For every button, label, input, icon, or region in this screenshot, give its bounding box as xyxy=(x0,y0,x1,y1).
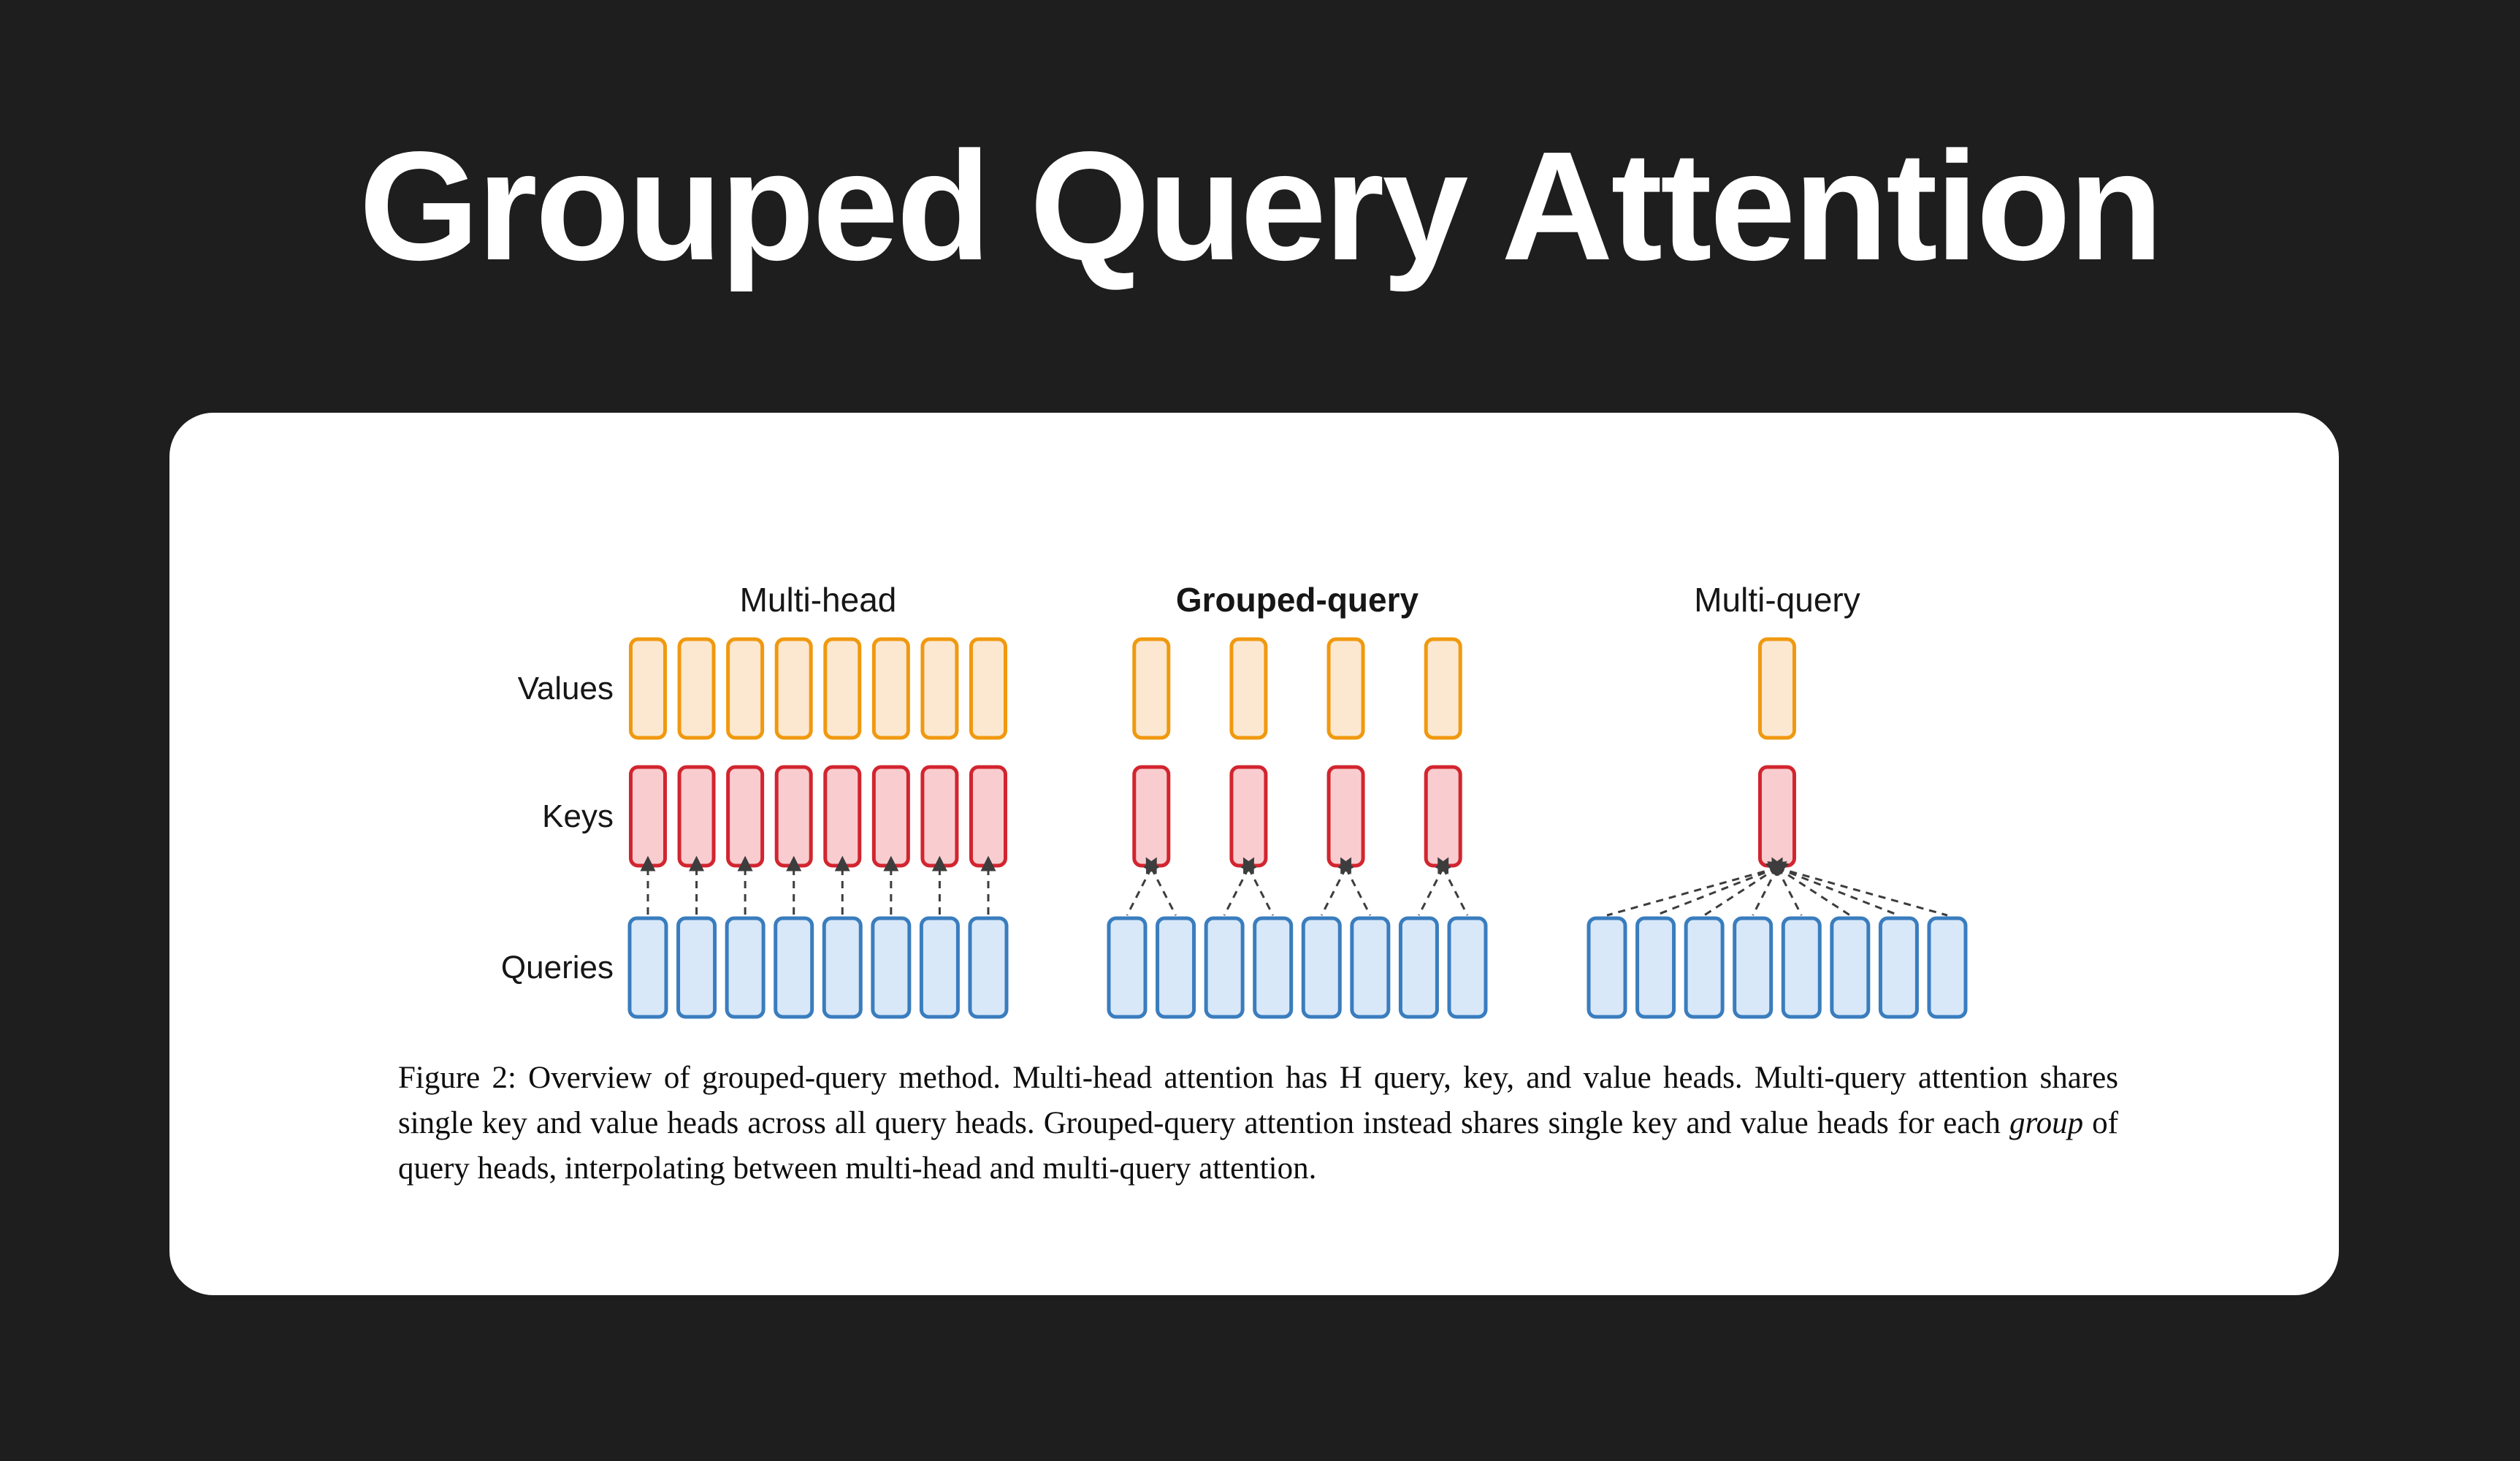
query-head-box xyxy=(822,916,863,1019)
key-head-box xyxy=(1757,765,1796,868)
key-head-box xyxy=(629,765,667,868)
value-head-box xyxy=(1757,637,1796,740)
query-head-box xyxy=(676,916,717,1019)
value-head-box xyxy=(920,637,959,740)
query-head-box xyxy=(871,916,912,1019)
row-label-keys: Keys xyxy=(542,798,614,834)
key-head-box xyxy=(920,765,959,868)
key-head-box xyxy=(1326,765,1365,868)
value-head-box xyxy=(1326,637,1365,740)
query-head-box xyxy=(1253,916,1294,1019)
value-head-box xyxy=(1424,637,1462,740)
figure-card: Multi-head Grouped-query Multi-query Value… xyxy=(169,413,2339,1295)
attention-connector xyxy=(1752,857,1783,916)
query-head-box xyxy=(1156,916,1196,1019)
panel-header-grouped-query: Grouped-query xyxy=(1175,581,1419,619)
value-head-box xyxy=(629,637,667,740)
row-label-values: Values xyxy=(517,670,614,706)
key-head-box xyxy=(969,765,1007,868)
query-head-box xyxy=(1398,916,1439,1019)
value-head-box xyxy=(969,637,1007,740)
panel-grouped-query xyxy=(1107,637,1488,1019)
panel-multi-head xyxy=(627,637,1009,1019)
query-head-box xyxy=(1204,916,1245,1019)
query-head-box xyxy=(1733,916,1773,1019)
key-head-box xyxy=(677,765,716,868)
query-head-box xyxy=(1635,916,1676,1019)
query-head-box xyxy=(1927,916,1968,1019)
key-head-box xyxy=(823,765,862,868)
attention-connector xyxy=(1320,857,1352,916)
query-head-box xyxy=(1684,916,1725,1019)
attention-connector xyxy=(1606,861,1789,917)
attention-connector xyxy=(1418,857,1449,916)
attention-diagram xyxy=(627,637,1968,1019)
attention-connector xyxy=(1145,857,1177,916)
slide-title: Grouped Query Attention xyxy=(359,119,2163,292)
caption-text: of query heads, interpolating between mu… xyxy=(398,1106,2118,1186)
query-head-box xyxy=(725,916,765,1019)
caption-italic-word: group xyxy=(2009,1106,2084,1140)
query-head-box xyxy=(1587,916,1627,1019)
row-label-queries: Queries xyxy=(500,949,614,985)
value-head-box xyxy=(1229,637,1268,740)
panel-header-multi-head: Multi-head xyxy=(739,581,897,619)
query-head-box xyxy=(1830,916,1871,1019)
value-head-box xyxy=(677,637,716,740)
attention-connector xyxy=(1655,861,1789,917)
query-head-box xyxy=(1878,916,1919,1019)
attention-connector xyxy=(1767,861,1851,917)
key-head-box xyxy=(1229,765,1268,868)
query-head-box xyxy=(774,916,814,1019)
figure-caption: Figure 2: Overview of grouped-query meth… xyxy=(398,1056,2118,1191)
attention-connector xyxy=(1703,861,1787,917)
attention-connector xyxy=(1771,857,1803,916)
value-head-box xyxy=(774,637,813,740)
attention-connector xyxy=(1242,857,1275,916)
attention-connector xyxy=(1765,861,1948,917)
query-head-box xyxy=(968,916,1009,1019)
attention-connector xyxy=(1126,857,1157,916)
query-head-box xyxy=(1447,916,1488,1019)
query-head-box xyxy=(1301,916,1342,1019)
query-head-box xyxy=(1350,916,1391,1019)
query-head-box xyxy=(1107,916,1148,1019)
key-head-box xyxy=(871,765,910,868)
value-head-box xyxy=(1132,637,1171,740)
attention-connector xyxy=(1437,857,1469,916)
key-head-box xyxy=(774,765,813,868)
value-head-box xyxy=(726,637,765,740)
value-head-box xyxy=(871,637,910,740)
query-head-box xyxy=(919,916,960,1019)
panel-header-multi-query: Multi-query xyxy=(1694,581,1860,619)
key-head-box xyxy=(1132,765,1171,868)
attention-connector xyxy=(1223,857,1254,916)
key-head-box xyxy=(726,765,765,868)
attention-connector xyxy=(1340,857,1372,916)
panel-multi-query xyxy=(1587,637,1968,1019)
query-head-box xyxy=(627,916,668,1019)
key-head-box xyxy=(1424,765,1462,868)
query-head-box xyxy=(1781,916,1822,1019)
attention-connector xyxy=(1765,861,1899,917)
value-head-box xyxy=(823,637,862,740)
caption-text: Figure 2: Overview of grouped-query meth… xyxy=(398,1061,2118,1140)
